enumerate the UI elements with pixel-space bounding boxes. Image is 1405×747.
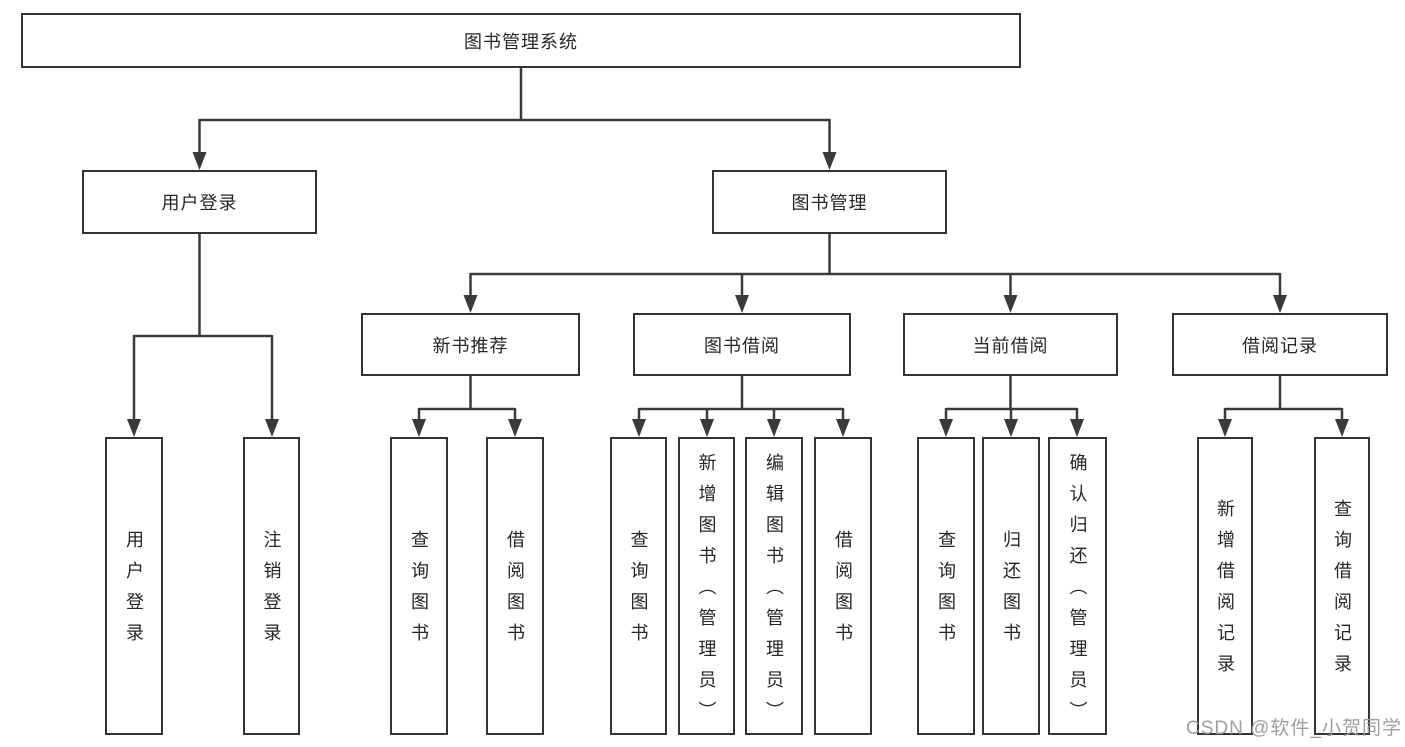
node-book-borrowing: 图书借阅 bbox=[633, 313, 851, 376]
leaf-query-books-recommend-label: 查询图书 bbox=[409, 530, 429, 654]
node-borrowing-records: 借阅记录 bbox=[1172, 313, 1388, 376]
leaf-query-books-current: 查询图书 bbox=[917, 437, 975, 735]
leaf-user-login-label: 用户登录 bbox=[124, 530, 144, 654]
node-current-borrowing: 当前借阅 bbox=[903, 313, 1118, 376]
leaf-user-login: 用户登录 bbox=[105, 437, 163, 735]
leaf-edit-books-admin: 编辑图书（管理员） bbox=[745, 437, 803, 735]
leaf-return-books-label: 归还图书 bbox=[1001, 530, 1021, 654]
node-user-login: 用户登录 bbox=[82, 170, 317, 234]
leaf-borrow-books-recommend: 借阅图书 bbox=[486, 437, 544, 735]
csdn-watermark: CSDN @软件_小贺同学 bbox=[1186, 718, 1402, 739]
leaf-borrow-books-recommend-label: 借阅图书 bbox=[505, 530, 525, 654]
leaf-confirm-return-admin: 确认归还（管理员） bbox=[1048, 437, 1107, 735]
leaf-query-books-borrowing: 查询图书 bbox=[610, 437, 667, 735]
leaf-edit-books-admin-label: 编辑图书（管理员） bbox=[764, 452, 784, 732]
node-library-system: 图书管理系统 bbox=[21, 13, 1021, 68]
node-library-system-label: 图书管理系统 bbox=[464, 31, 578, 52]
leaf-confirm-return-admin-label: 确认归还（管理员） bbox=[1067, 452, 1088, 732]
leaf-borrow-books-borrowing: 借阅图书 bbox=[814, 437, 872, 735]
node-new-book-recommend-label: 新书推荐 bbox=[432, 335, 509, 356]
leaf-add-borrow-record-label: 新增借阅记录 bbox=[1215, 499, 1235, 685]
leaf-add-books-admin: 新增图书（管理员） bbox=[678, 437, 735, 735]
node-book-borrowing-label: 图书借阅 bbox=[704, 335, 780, 356]
node-new-book-recommend: 新书推荐 bbox=[361, 313, 580, 376]
leaf-borrow-books-borrowing-label: 借阅图书 bbox=[833, 530, 853, 654]
node-borrowing-records-label: 借阅记录 bbox=[1242, 335, 1318, 356]
leaf-add-books-admin-label: 新增图书（管理员） bbox=[696, 452, 717, 732]
leaf-query-books-borrowing-label: 查询图书 bbox=[628, 530, 649, 654]
leaf-logout-login-label: 注销登录 bbox=[261, 530, 282, 654]
node-book-management: 图书管理 bbox=[712, 170, 947, 234]
leaf-query-books-recommend: 查询图书 bbox=[390, 437, 448, 735]
leaf-logout-login: 注销登录 bbox=[243, 437, 300, 735]
leaf-query-borrow-record: 查询借阅记录 bbox=[1314, 437, 1370, 735]
leaf-add-borrow-record: 新增借阅记录 bbox=[1197, 437, 1253, 735]
leaf-query-books-current-label: 查询图书 bbox=[936, 530, 956, 654]
leaf-return-books: 归还图书 bbox=[982, 437, 1040, 735]
node-book-management-label: 图书管理 bbox=[791, 193, 868, 213]
node-current-borrowing-label: 当前借阅 bbox=[972, 335, 1049, 356]
leaf-query-borrow-record-label: 查询借阅记录 bbox=[1332, 499, 1352, 685]
node-user-login-label: 用户登录 bbox=[161, 193, 238, 213]
